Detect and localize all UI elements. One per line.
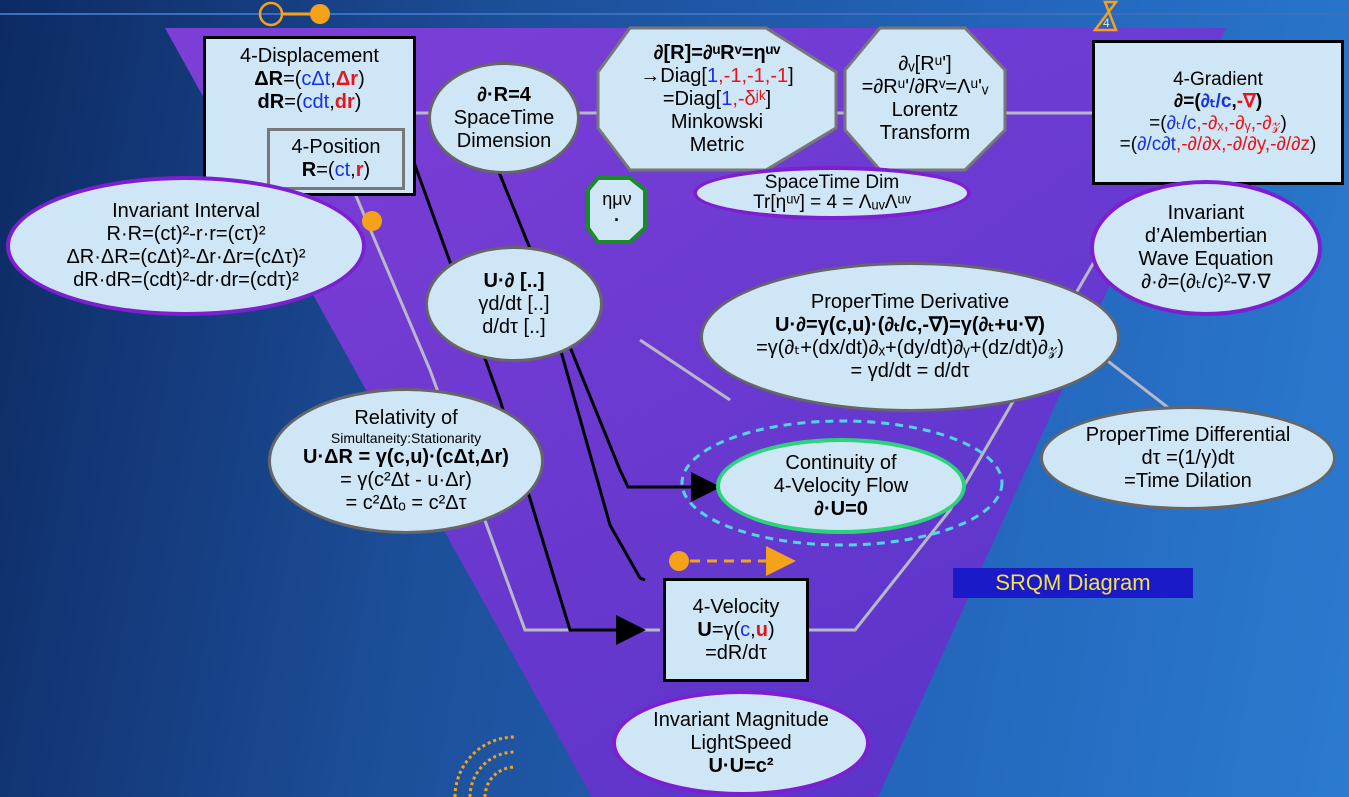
position-line: R=(ct,r) <box>301 159 371 181</box>
lorentz-line-3: Lorentz <box>891 99 959 121</box>
spacetime-dimension-ellipse: ∂·R=4 SpaceTime Dimension <box>428 62 580 174</box>
udop-line-3: d/dτ [..] <box>482 315 546 338</box>
triangle-4-digit: 4 <box>1103 16 1110 30</box>
dim-line-2: SpaceTime <box>453 106 555 129</box>
gradient-title: 4-Gradient <box>1173 68 1263 90</box>
metric-line-3: =Diag[1,-δʲᵏ] <box>662 87 772 110</box>
displacement-title: 4-Displacement <box>240 45 379 67</box>
eta-node: ημν · <box>590 182 644 238</box>
triangle-4-icon <box>1092 0 1119 32</box>
simultaneity-sub: Simultaneity:Stationarity <box>330 429 482 446</box>
propertime-line-2: =γ(∂ₜ+(dx/dt)∂ₓ+(dy/dt)∂ᵧ+(dz/dt)∂𝓏) <box>756 337 1064 359</box>
ptdiff-line-1: ProperTime Differential <box>1085 423 1291 446</box>
position-box: 4-Position R=(ct,r) <box>267 128 405 190</box>
eta-dot: · <box>614 210 620 230</box>
simultaneity-line-2: = γ(c²Δt - u·Δr) <box>340 469 472 492</box>
dalembertian-ellipse: Invariant d’Alembertian Wave Equation ∂·… <box>1090 180 1322 316</box>
spacetime-dim-ellipse: SpaceTime Dim Tr[ηᵘᵛ] = 4 = ΛᵤᵥΛᵘᵛ <box>693 166 971 220</box>
continuity-halo <box>680 419 1004 547</box>
udop-line-2: γd/dt [..] <box>478 292 550 315</box>
velocity-line-1: U=γ(c,u) <box>697 618 775 641</box>
velocity-box: 4-Velocity U=γ(c,u) =dR/dτ <box>663 578 809 682</box>
dalembert-line-2: d’Alembertian <box>1144 225 1268 247</box>
ptdiff-line-3: =Time Dilation <box>1124 469 1252 492</box>
eta-symbol: ημν <box>602 189 632 210</box>
deco-dot <box>310 4 330 24</box>
stdim-line-2: Tr[ηᵘᵛ] = 4 = ΛᵤᵥΛᵘᵛ <box>753 192 911 213</box>
octagon-lorentz-shape <box>843 26 1007 172</box>
ud-operator-ellipse: U·∂ [..] γd/dt [..] d/dτ [..] <box>425 246 603 362</box>
ptdiff-line-2: dτ =(1/γ)dt <box>1141 446 1235 469</box>
magnitude-line-3: U·U=c² <box>708 754 774 777</box>
dim-line-3: Dimension <box>456 129 552 152</box>
continuity-line-1: Continuity of <box>785 451 897 474</box>
position-title: 4-Position <box>291 136 381 158</box>
dim-line-1: ∂·R=4 <box>477 83 531 106</box>
metric-line-2: →Diag[1,-1,-1,-1] <box>640 64 794 87</box>
gradient-line-3: =(∂/c∂t,-∂/∂x,-∂/∂y,-∂/∂z) <box>1119 134 1317 156</box>
propertime-line-1: U·∂=γ(c,u)·(∂ₜ/c,-∇)=γ(∂ₜ+u·∇) <box>775 314 1045 336</box>
magnitude-line-2: LightSpeed <box>690 731 792 754</box>
octagon-eta-shape <box>586 176 647 244</box>
metric-line-5: Metric <box>689 133 745 156</box>
interval-title: Invariant Interval <box>112 200 260 222</box>
displacement-delta-line: ΔR=(cΔt,Δr) <box>254 68 365 90</box>
simultaneity-line-3: = c²Δtₒ = c²Δτ <box>345 492 467 515</box>
dalembert-line-1: Invariant <box>1167 202 1245 224</box>
propertime-line-3: = γd/dt = d/dτ <box>850 360 970 382</box>
minkowski-metric-node: ∂[R]=∂ᵘRᵛ=ηᵘᵛ →Diag[1,-1,-1,-1] =Diag[1,… <box>600 30 834 168</box>
interval-line-3: dR·dR=(cdt)²-dr·dr=(cdτ)² <box>73 269 299 291</box>
invariant-interval-ellipse: Invariant Interval R·R=(ct)²-r·r=(cτ)² Δ… <box>6 176 366 316</box>
invariant-magnitude-ellipse: Invariant Magnitude LightSpeed U·U=c² <box>612 690 870 796</box>
metric-line-1: ∂[R]=∂ᵘRᵛ=ηᵘᵛ <box>653 41 781 64</box>
continuity-line-2: 4-Velocity Flow <box>773 474 909 497</box>
displacement-diff-line: dR=(cdt,dr) <box>257 91 362 113</box>
lorentz-transform-node: ∂ᵥ[Rᵘ'] =∂Rᵘ'/∂Rᵛ=Λᵘ'ᵥ Lorentz Transform <box>846 30 1004 168</box>
funnel-shape <box>165 28 1226 797</box>
propertime-derivative-ellipse: ProperTime Derivative U·∂=γ(c,u)·(∂ₜ/c,-… <box>700 262 1120 412</box>
metric-line-4: Minkowski <box>670 110 764 133</box>
continuity-line-3: ∂·U=0 <box>814 497 868 520</box>
lorentz-line-4: Transform <box>879 122 971 144</box>
magnitude-line-1: Invariant Magnitude <box>653 708 829 731</box>
srqm-diagram-badge: SRQM Diagram <box>953 568 1193 598</box>
radio-arcs-icon <box>453 735 516 797</box>
stdim-line-1: SpaceTime Dim <box>764 172 900 194</box>
simultaneity-ellipse: Relativity of Simultaneity:Stationarity … <box>268 388 544 534</box>
interval-line-1: R·R=(ct)²-r·r=(cτ)² <box>106 223 266 245</box>
continuity-ellipse: Continuity of 4-Velocity Flow ∂·U=0 <box>716 438 966 534</box>
propertime-title: ProperTime Derivative <box>810 291 1010 313</box>
orange-dot-arrow <box>669 551 689 571</box>
udop-line-1: U·∂ [..] <box>483 269 545 292</box>
gradient-line-2: =(∂ₜ/c,-∂ₓ,-∂ᵧ,-∂𝓏) <box>1149 112 1287 134</box>
simultaneity-title: Relativity of <box>354 406 458 429</box>
lorentz-line-1: ∂ᵥ[Rᵘ'] <box>898 53 952 75</box>
velocity-title: 4-Velocity <box>692 595 780 618</box>
dalembert-line-3: Wave Equation <box>1138 248 1274 270</box>
lorentz-line-2: =∂Rᵘ'/∂Rᵛ=Λᵘ'ᵥ <box>861 76 989 98</box>
velocity-line-2: =dR/dτ <box>705 641 767 664</box>
simultaneity-line-1: U·ΔR = γ(c,u)·(cΔt,Δr) <box>303 446 509 469</box>
dalembert-line-4: ∂·∂=(∂ₜ/c)²-∇·∇ <box>1141 271 1271 293</box>
propertime-differential-ellipse: ProperTime Differential dτ =(1/γ)dt =Tim… <box>1040 406 1336 510</box>
gradient-box: 4-Gradient ∂=(∂ₜ/c,-∇) =(∂ₜ/c,-∂ₓ,-∂ᵧ,-∂… <box>1092 40 1344 185</box>
interval-line-2: ΔR·ΔR=(cΔt)²-Δr·Δr=(cΔτ)² <box>66 246 306 268</box>
orange-dot-left <box>362 211 382 231</box>
gradient-line-1: ∂=(∂ₜ/c,-∇) <box>1173 90 1263 112</box>
